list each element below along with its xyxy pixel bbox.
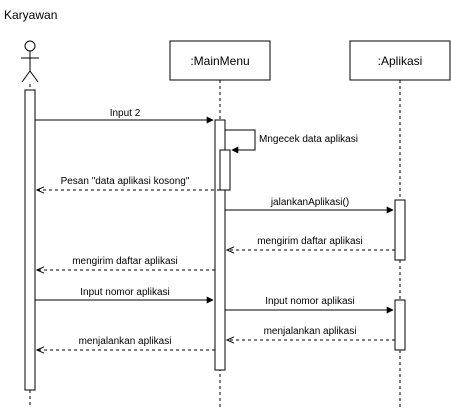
aplikasi-activation-bar-2 — [394, 299, 406, 351]
mainmenu-self-activation-bar — [219, 149, 231, 191]
message-label-input-number-to-menu: Input nomor aplikasi — [80, 287, 170, 298]
mainmenu-activation-bar — [214, 119, 226, 371]
participant-mainmenu-label: :MainMenu — [190, 54, 249, 68]
actor-name: Karyawan — [4, 8, 57, 22]
message-label-empty-notice: Pesan "data aplikasi kosong" — [61, 176, 190, 187]
message-label-running-to-menu: menjalankan aplikasi — [264, 326, 357, 337]
message-arrow-self-check — [225, 129, 256, 154]
aplikasi-activation-bar-1 — [394, 199, 406, 261]
participant-mainmenu-box — [169, 40, 271, 81]
message-label-self-check: Mngecek data aplikasi — [259, 134, 358, 145]
participant-aplikasi-label: :Aplikasi — [378, 54, 423, 68]
message-label-input-2: Input 2 — [110, 108, 141, 119]
message-label-run-app: jalankanAplikasi() — [270, 197, 349, 208]
message-label-input-number-to-app: Input nomor aplikasi — [265, 296, 355, 307]
message-label-send-list-to-menu: mengirim daftar aplikasi — [257, 236, 363, 247]
actor-activation-bar — [24, 89, 36, 391]
message-label-running-to-actor: menjalankan aplikasi — [79, 336, 172, 347]
message-label-send-list-to-actor: mengirim daftar aplikasi — [72, 256, 178, 267]
actor-stick-figure-icon — [21, 40, 39, 83]
participant-aplikasi-box — [349, 40, 451, 81]
